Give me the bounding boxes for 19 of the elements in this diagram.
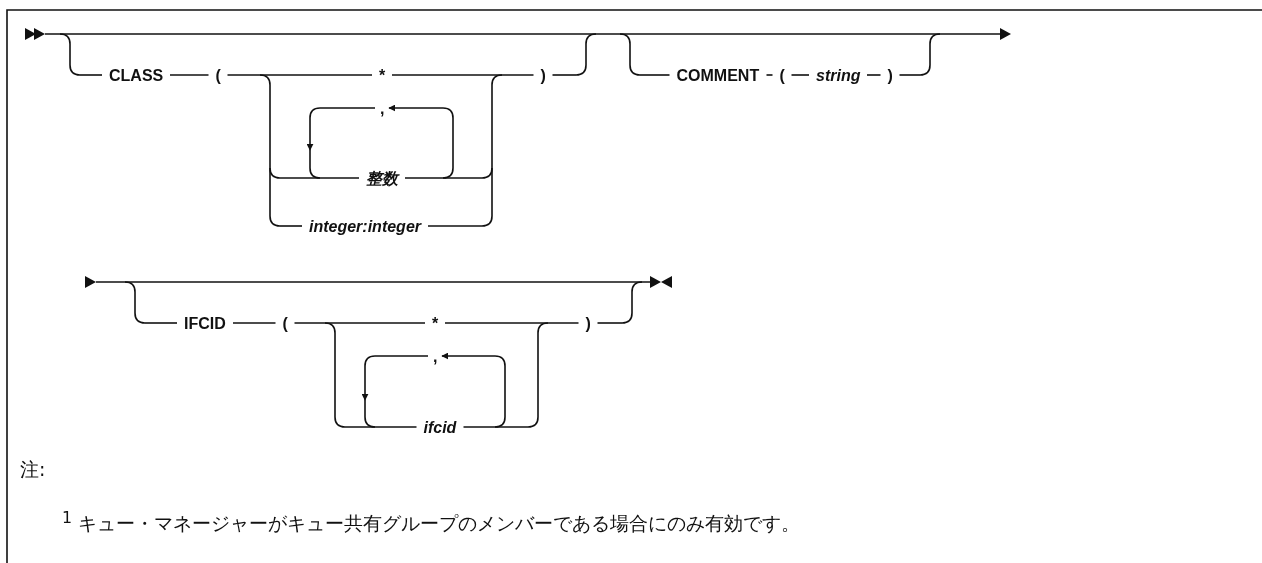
syntax-symbol: ) (585, 313, 591, 333)
syntax-symbol: , (380, 98, 385, 118)
syntax-symbol: ( (215, 65, 221, 85)
syntax-symbol: * (379, 65, 386, 85)
note-heading: 注: (20, 457, 46, 481)
syntax-symbol: ) (887, 65, 893, 85)
variable-name: string (816, 65, 861, 85)
footnote-text: $^{1}$ キュー・マネージャーがキュー共有グループのメンバーである場合にのみ有効です。 (62, 507, 801, 535)
keyword: IFCID (184, 313, 226, 333)
variable-name: integer:integer (309, 216, 421, 236)
variable-name: 整数 (366, 168, 398, 188)
keyword: COMMENT (676, 65, 760, 85)
syntax-symbol: * (432, 313, 439, 333)
syntax-symbol: ) (540, 65, 546, 85)
keyword: CLASS (109, 65, 164, 85)
variable-name: ifcid (423, 417, 457, 437)
syntax-symbol: ( (779, 65, 785, 85)
syntax-symbol: , (433, 346, 438, 366)
syntax-symbol: ( (282, 313, 288, 333)
